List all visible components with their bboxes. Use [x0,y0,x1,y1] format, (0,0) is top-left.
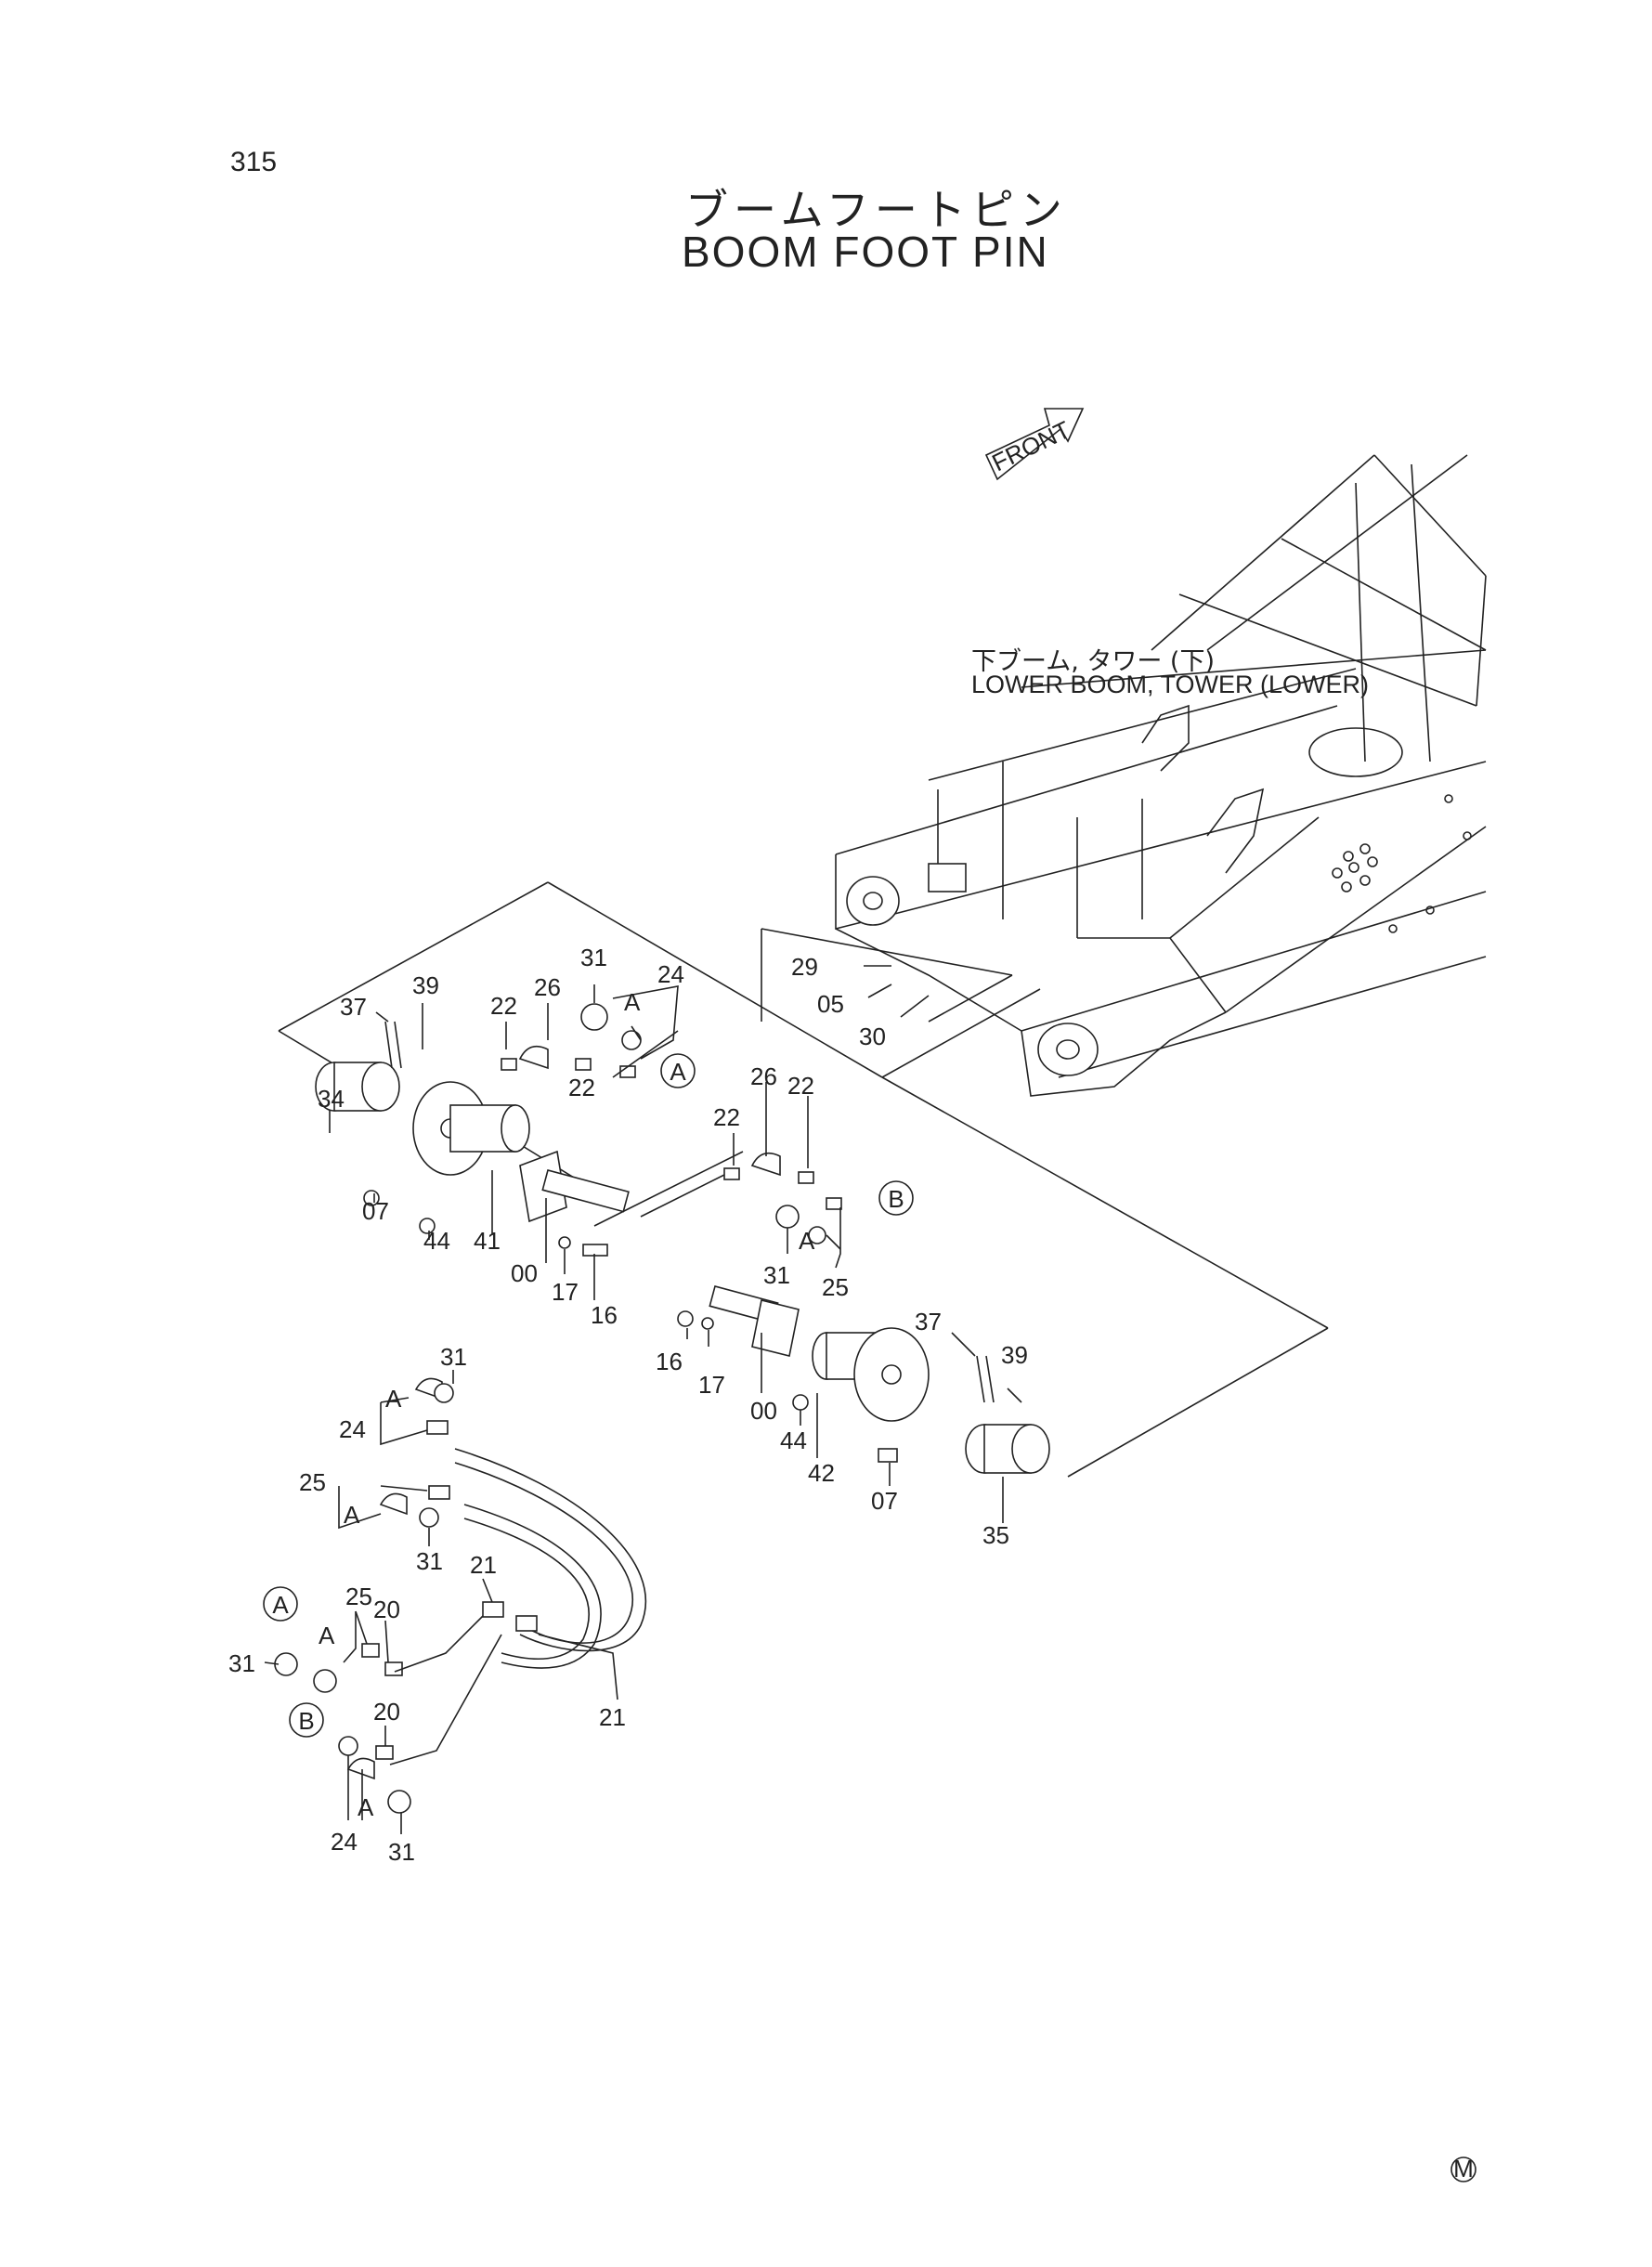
connector-label: B [888,1185,904,1213]
manual-mark: M [1453,2155,1474,2182]
callout-a: A [344,1501,360,1529]
page-title: BOOM FOOT PIN [682,228,1049,276]
left-pin-assembly [315,1003,679,1257]
callout-21: 21 [599,1703,626,1731]
callout-16: 16 [591,1301,618,1329]
connector-label: A [272,1591,289,1619]
callout-24: 24 [331,1828,358,1856]
title-japanese: ブームフートピン [685,185,1068,235]
callout-07: 07 [871,1487,898,1515]
callout-00: 00 [511,1259,538,1287]
callout-37: 37 [915,1308,942,1335]
callout-17: 17 [698,1371,725,1399]
callout-26: 26 [750,1062,777,1090]
callout-39: 39 [412,971,439,999]
assembly-label-japanese: 下ブーム, タワー (下) [971,647,1216,676]
middle-fittings [640,1152,842,1244]
callout-a: A [319,1622,335,1649]
callout-a: A [385,1385,402,1413]
lower-boom-tower-drawing [835,454,1487,1097]
callout-22: 22 [713,1103,740,1131]
callout-20: 20 [373,1596,400,1623]
callout-22: 22 [568,1074,595,1101]
connector-circle [878,1180,914,1216]
callout-05: 05 [817,990,844,1018]
callout-labels: 29 05 30 37 39 34 07 44 41 00 17 16 22 2… [228,944,1028,1866]
callout-41: 41 [474,1227,501,1255]
callout-42: 42 [808,1459,835,1487]
callout-16: 16 [656,1348,683,1375]
callout-24: 24 [657,960,684,988]
callout-31: 31 [763,1261,790,1289]
callout-a: A [799,1227,815,1255]
callout-31: 31 [440,1343,467,1371]
callout-31: 31 [416,1547,443,1575]
callout-22: 22 [490,992,517,1020]
callout-20: 20 [373,1698,400,1726]
callout-26: 26 [534,973,561,1001]
connector-circle [263,1586,298,1622]
callout-a: A [624,988,641,1016]
callout-21: 21 [470,1551,497,1579]
connector-label: B [298,1707,314,1735]
callout-31: 31 [388,1838,415,1866]
manual-mark-icon: M [1450,2155,1476,2182]
page-number: 315 [230,147,278,177]
callout-07: 07 [362,1197,389,1225]
callout-44: 44 [780,1427,807,1454]
callout-25: 25 [822,1273,849,1301]
assembly-frame-lines [278,881,1329,1478]
callout-39: 39 [1001,1341,1028,1369]
callout-37: 37 [340,993,367,1021]
callout-24: 24 [339,1415,366,1443]
hose-assembly [274,1377,647,1814]
callout-30: 30 [859,1023,886,1050]
callout-25: 25 [345,1583,372,1610]
connector-circle [660,1053,696,1088]
callout-17: 17 [552,1278,579,1306]
right-pin-assembly [677,1285,1050,1474]
callout-25: 25 [299,1468,326,1496]
callout-31: 31 [580,944,607,971]
connector-circle [289,1702,324,1738]
front-label: FRONT [987,415,1074,476]
callout-00: 00 [750,1397,777,1425]
connector-symbols: A B A B [263,1053,914,1738]
callout-34: 34 [318,1085,345,1113]
front-arrow-icon: FRONT [984,408,1085,481]
callout-29: 29 [791,953,818,981]
callout-a: A [358,1793,374,1821]
leader-lines [264,965,1022,1834]
callout-22: 22 [787,1072,814,1100]
callout-35: 35 [982,1521,1009,1549]
connector-label: A [670,1058,686,1086]
callout-31: 31 [228,1649,255,1677]
callout-44: 44 [423,1227,450,1255]
